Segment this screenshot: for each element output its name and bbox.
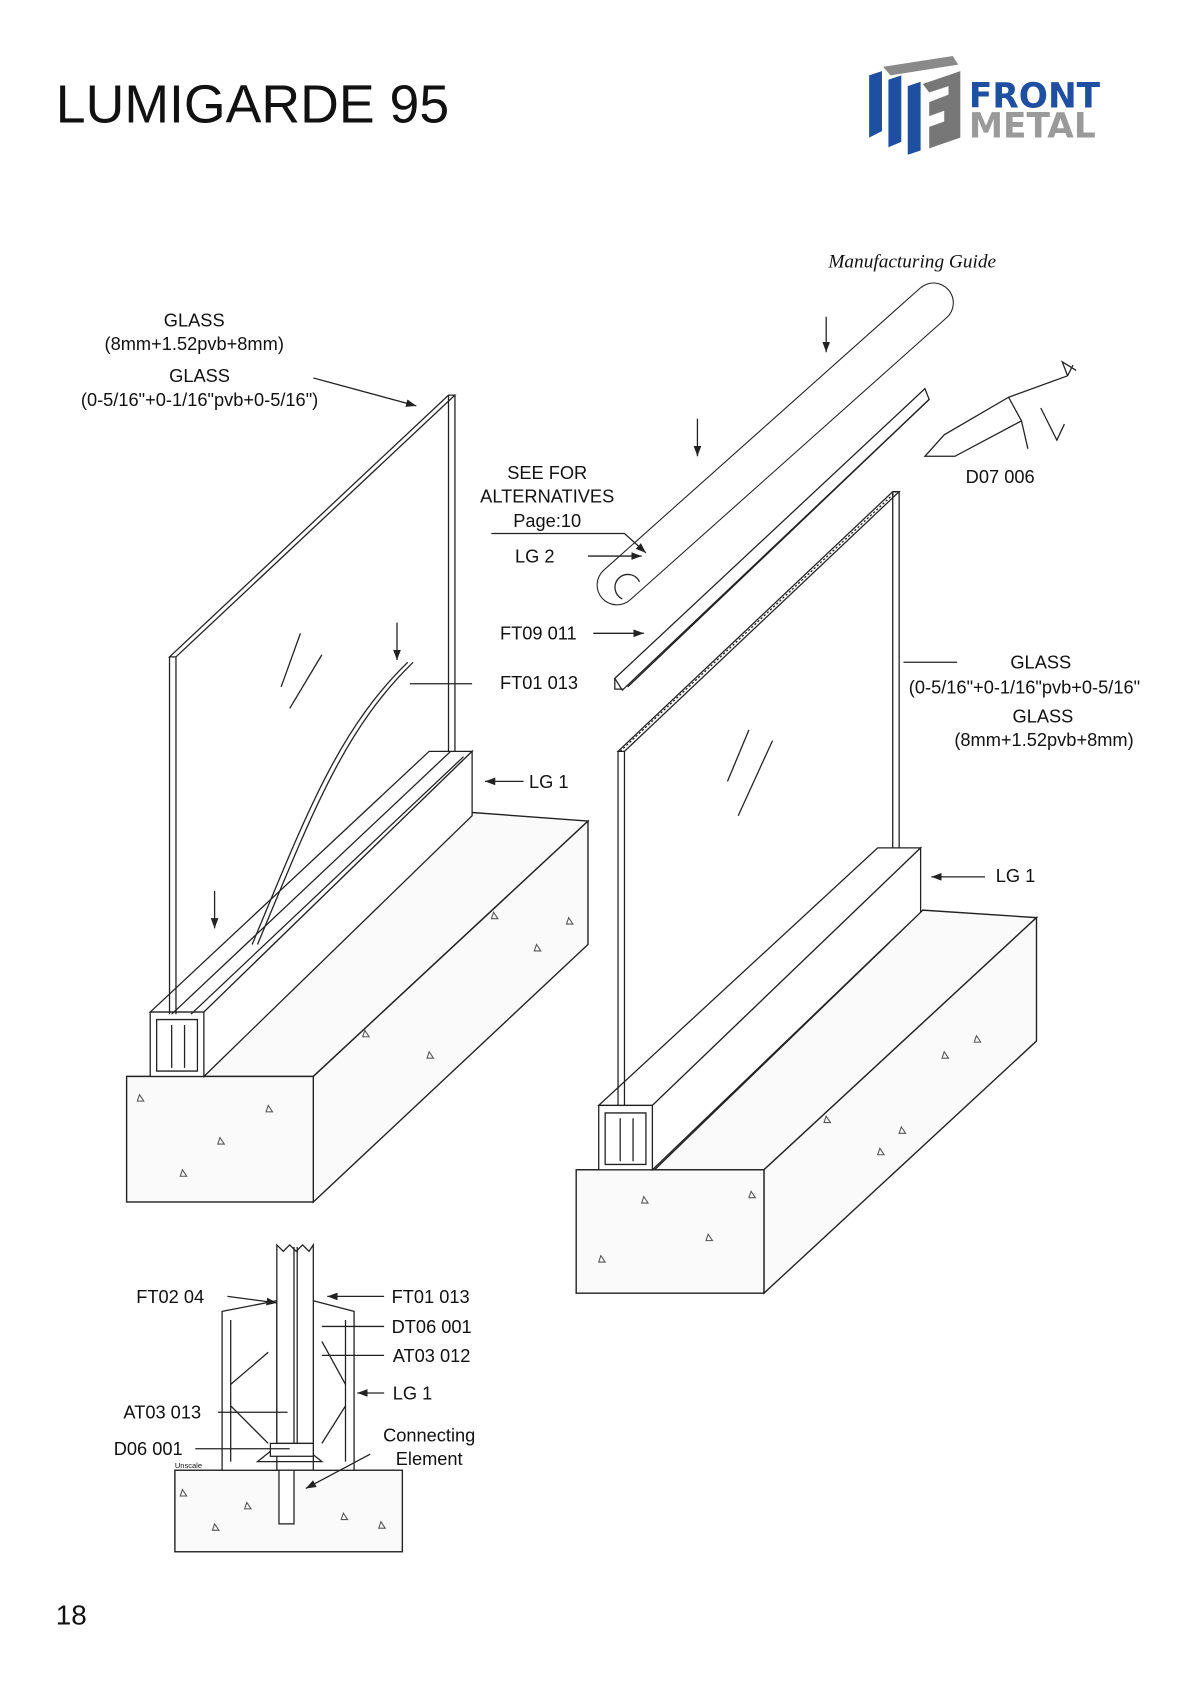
handrail-label: LG 2 bbox=[515, 545, 555, 566]
left-glass-metric-label: GLASS bbox=[164, 309, 225, 330]
document-subtitle: Manufacturing Guide bbox=[827, 251, 996, 272]
page-title: LUMIGARDE 95 bbox=[56, 75, 449, 135]
detail-label-d06-001: D06 001 bbox=[114, 1438, 183, 1459]
scale-note: Unscale bbox=[175, 1461, 202, 1470]
detail-label-lg1: LG 1 bbox=[393, 1382, 433, 1403]
detail-label-at03-013: AT03 013 bbox=[123, 1402, 201, 1423]
right-glass-imperial-label: GLASS bbox=[1010, 652, 1071, 673]
right-glass-metric-spec: (8mm+1.52pvb+8mm) bbox=[954, 729, 1133, 750]
sealant-label: D07 006 bbox=[966, 466, 1035, 487]
left-assembly-illustration bbox=[125, 394, 590, 1204]
gasket-label: FT01 013 bbox=[500, 672, 578, 693]
section-detail-illustration bbox=[174, 1242, 404, 1553]
right-glass-imperial-spec: (0-5/16"+0-1/16"pvb+0-5/16" bbox=[909, 676, 1140, 697]
detail-label-ft02-04: FT02 04 bbox=[136, 1286, 204, 1307]
detail-label-at03-012: AT03 012 bbox=[393, 1345, 471, 1366]
left-glass-imperial-spec: (0-5/16"+0-1/16"pvb+0-5/16") bbox=[81, 389, 318, 410]
detail-label-ft01-013: FT01 013 bbox=[392, 1286, 470, 1307]
left-glass-imperial-label: GLASS bbox=[169, 365, 230, 386]
logo-text-metal: METAL bbox=[969, 107, 1096, 147]
right-assembly-illustration bbox=[575, 282, 1077, 1295]
left-profile-label: LG 1 bbox=[529, 771, 569, 792]
left-glass-metric-spec: (8mm+1.52pvb+8mm) bbox=[105, 333, 284, 354]
right-glass-metric-label: GLASS bbox=[1013, 705, 1074, 726]
front-metal-logo: FRONT METAL bbox=[869, 56, 1101, 155]
connecting-element-label-line2: Element bbox=[396, 1448, 463, 1469]
connecting-element-label-line1: Connecting bbox=[383, 1424, 475, 1445]
page-number: 18 bbox=[56, 1600, 87, 1631]
channel-label: FT09 011 bbox=[500, 623, 577, 644]
alternatives-note-line2: ALTERNATIVES bbox=[480, 485, 614, 506]
alternatives-note-line1: SEE FOR bbox=[507, 462, 587, 483]
right-profile-label: LG 1 bbox=[996, 865, 1036, 886]
logo-text-front: FRONT bbox=[969, 77, 1101, 117]
caulk-gun-icon bbox=[923, 360, 1077, 457]
detail-label-dt06-001: DT06 001 bbox=[392, 1316, 472, 1337]
alternatives-note-line3: Page:10 bbox=[513, 510, 581, 531]
